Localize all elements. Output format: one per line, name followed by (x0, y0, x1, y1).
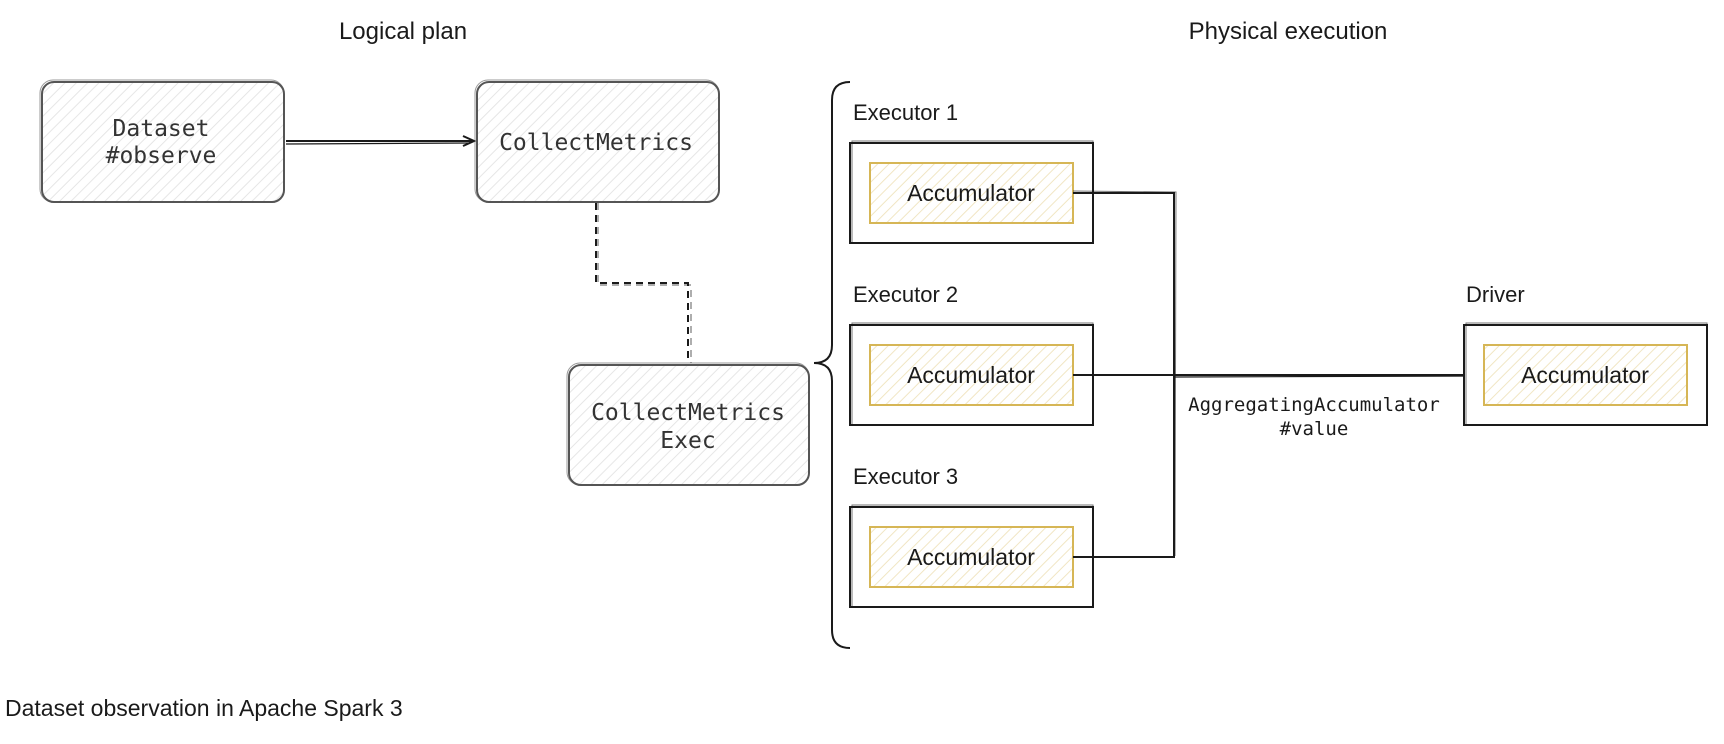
collectmetrics-exec-line2: Exec (660, 428, 715, 454)
executor-3-accumulator (869, 526, 1074, 588)
dataset-observe-line1: Dataset (113, 116, 210, 142)
collectmetrics-node: CollectMetrics (474, 79, 720, 203)
physical-execution-header: Physical execution (1189, 18, 1388, 45)
edge-executors-to-driver (1072, 190, 1481, 558)
collectmetrics-exec-line1: CollectMetrics (591, 400, 785, 426)
driver-group: Driver Accumulator (1463, 282, 1708, 426)
driver-accumulator (1483, 344, 1688, 406)
collectmetrics-label: CollectMetrics (499, 130, 693, 156)
diagram-caption: Dataset observation in Apache Spark 3 (5, 695, 403, 721)
edge-label-line2: #value (1280, 418, 1349, 440)
edge-label-line1: AggregatingAccumulator (1188, 394, 1440, 416)
executor-2-accumulator-label: Accumulator (907, 362, 1035, 388)
driver-accumulator-label: Accumulator (1521, 362, 1649, 388)
dataset-observe-node: Dataset #observe (39, 79, 285, 203)
executor-1-accumulator-label: Accumulator (907, 180, 1035, 206)
executor-2-group: Executor 2 Accumulator (849, 282, 1094, 426)
edge-collectmetrics-to-exec (595, 203, 692, 363)
executor-3-accumulator-label: Accumulator (907, 544, 1035, 570)
collectmetrics-exec-node: CollectMetrics Exec (566, 362, 810, 486)
executor-3-group: Executor 3 Accumulator (849, 464, 1094, 608)
dataset-observe-line2: #observe (106, 143, 217, 169)
driver-label: Driver (1466, 282, 1525, 307)
logical-plan-header: Logical plan (339, 18, 467, 45)
executor-3-label: Executor 3 (853, 464, 958, 489)
executor-1-label: Executor 1 (853, 100, 958, 125)
executor-1-group: Executor 1 Accumulator (849, 100, 1094, 244)
executors-brace (813, 81, 851, 649)
edge-dataset-to-collectmetrics (285, 141, 474, 144)
executor-2-label: Executor 2 (853, 282, 958, 307)
